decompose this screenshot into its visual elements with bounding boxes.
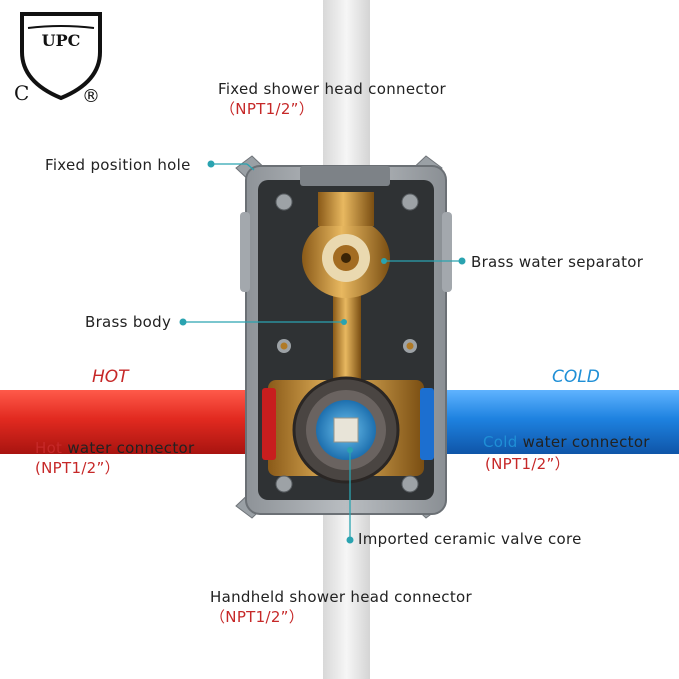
upc-logo-text: UPC [42,31,81,50]
hot-connector-rest: water connector [62,439,195,457]
handheld-spec: （NPT1/2”） [210,608,305,626]
hot-connector-word: Hot [35,439,63,457]
fixed-shower-spec: （NPT1/2”） [220,100,315,118]
housing-side-right [442,212,452,292]
housing-screws [275,193,419,493]
housing-holes [277,339,417,353]
fixed-shower-label: Fixed shower head connector [218,80,447,98]
hot-connector-label: Hot water connector [35,439,194,457]
upc-shield-arc [27,25,95,29]
cold-port-ring [420,388,434,460]
cold-connector-label: Cold water connector [483,433,650,451]
upc-logo-registered: ® [82,86,100,107]
fixed-hole-label: Fixed position hole [45,156,191,174]
cold-connector-rest: water connector [517,433,650,451]
cold-connector-spec: (NPT1/2”） [485,455,570,473]
valve-core-label: Imported ceramic valve core [358,530,582,548]
separator-hole [341,253,351,263]
cold-connector-word: Cold [483,433,518,451]
handheld-label: Handheld shower head connector [210,588,472,606]
upc-logo-c: C [14,81,29,105]
leader-dots [179,160,466,544]
brass-body-label: Brass body [85,313,172,331]
separator-label: Brass water separator [471,253,644,271]
cold-pipe [420,390,679,454]
upc-logo: UPC C ® [14,12,102,107]
cold-pipe-label: COLD [552,367,600,387]
top-fitting [300,166,390,186]
valve-core-stem [333,417,359,443]
hot-connector-spec: (NPT1/2”） [35,459,120,477]
leader-lines [186,163,460,538]
housing-side-left [240,212,250,292]
hot-port-ring [262,388,276,460]
hot-pipe [0,390,270,454]
upc-shield [20,12,102,101]
brass-upper-neck [318,192,374,226]
hot-pipe-label: HOT [92,367,129,387]
